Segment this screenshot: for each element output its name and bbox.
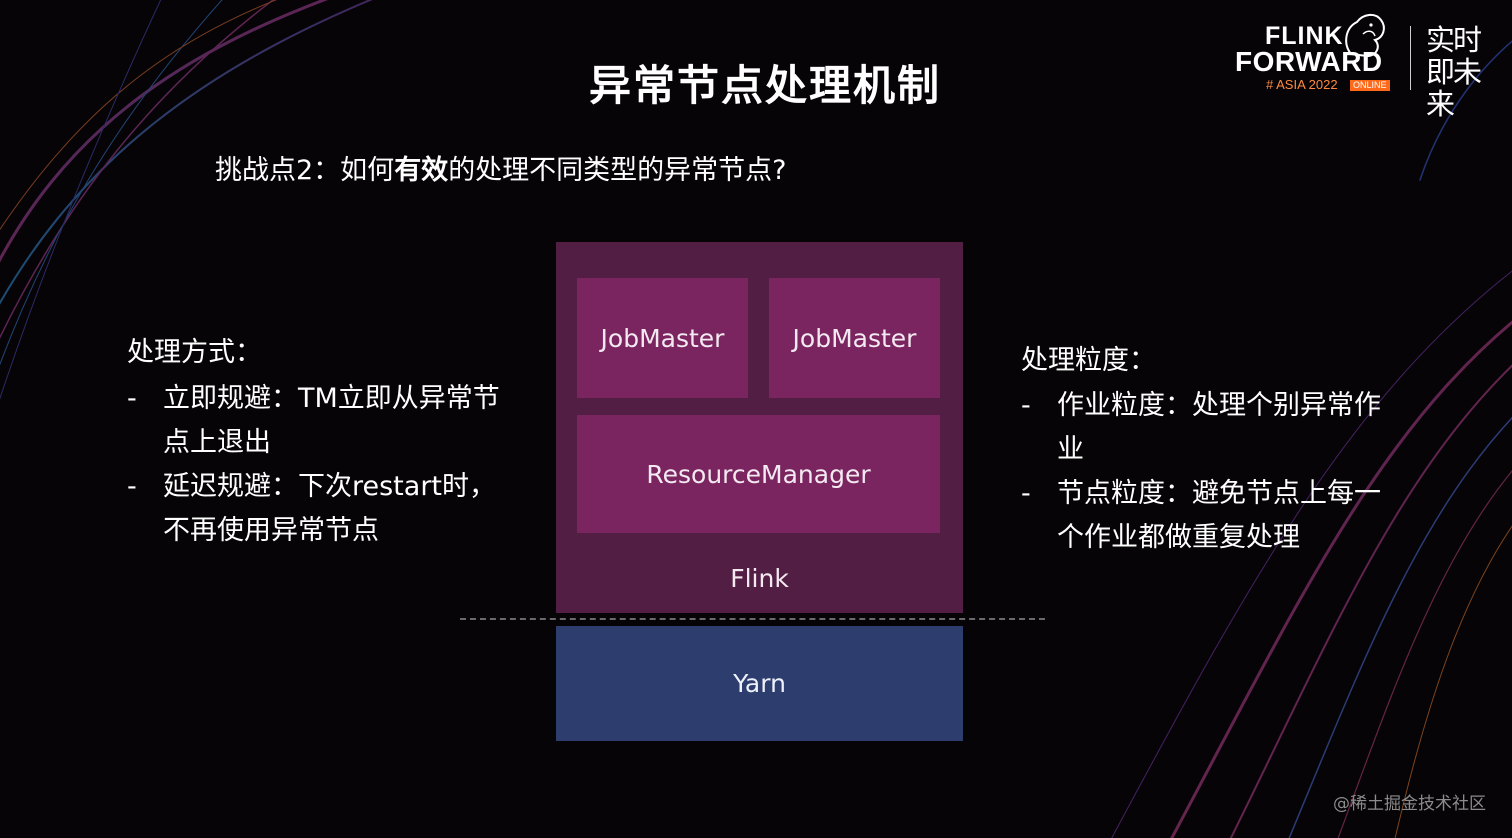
handling-methods: 处理方式： -立即规避：TM立即从异常节点上退出 -延迟规避：下次restart… — [127, 333, 517, 553]
bullet-dash: - — [1021, 478, 1031, 509]
flink-cluster-box: JobMaster JobMaster ResourceManager Flin… — [556, 242, 963, 613]
handling-granularity: 处理粒度： -作业粒度：处理个别异常作业 -节点粒度：避免节点上每一个作业都做重… — [1021, 340, 1391, 560]
bullet-dash: - — [1021, 390, 1031, 421]
logo-online-badge: ONLINE — [1350, 80, 1390, 91]
slide-title: 异常节点处理机制 — [588, 61, 941, 110]
handling-granularity-list: -作业粒度：处理个别异常作业 -节点粒度：避免节点上每一个作业都做重复处理 — [1021, 384, 1391, 560]
flink-label: Flink — [730, 564, 789, 593]
logo-slogan: 实时即未来 — [1426, 23, 1482, 121]
logo-flink-text: FLINK — [1265, 22, 1344, 50]
logo-event-text: # ASIA 2022 — [1266, 77, 1338, 92]
handling-granularity-title: 处理粒度： — [1021, 345, 1156, 376]
handling-methods-list: -立即规避：TM立即从异常节点上退出 -延迟规避：下次restart时，不再使用… — [127, 377, 517, 553]
subtitle-emphasis: 有效 — [394, 155, 449, 186]
flink-forward-logo: FLINK FORWARD # ASIA 2022 ONLINE 实时即未来 — [1233, 14, 1493, 120]
list-item: -作业粒度：处理个别异常作业 — [1021, 384, 1391, 472]
list-item-text: 作业粒度：处理个别异常作业 — [1057, 390, 1381, 465]
list-item: -节点粒度：避免节点上每一个作业都做重复处理 — [1021, 472, 1391, 560]
list-item: -延迟规避：下次restart时，不再使用异常节点 — [127, 465, 517, 553]
logo-separator — [1410, 26, 1411, 90]
bullet-dash: - — [127, 471, 137, 502]
layer-divider — [460, 618, 1045, 620]
yarn-box: Yarn — [556, 626, 963, 741]
subtitle-suffix: 的处理不同类型的异常节点? — [448, 155, 787, 186]
jobmaster-box-1: JobMaster — [577, 278, 748, 398]
subtitle-prefix: 挑战点2：如何 — [215, 155, 395, 186]
list-item-text: 延迟规避：下次restart时，不再使用异常节点 — [163, 471, 497, 546]
logo-forward-text: FORWARD — [1235, 46, 1383, 77]
list-item: -立即规避：TM立即从异常节点上退出 — [127, 377, 517, 465]
squirrel-icon — [1345, 14, 1385, 58]
resource-manager-box: ResourceManager — [577, 415, 940, 533]
list-item-text: 节点粒度：避免节点上每一个作业都做重复处理 — [1057, 478, 1381, 553]
list-item-text: 立即规避：TM立即从异常节点上退出 — [163, 383, 500, 458]
bullet-dash: - — [127, 383, 137, 414]
handling-methods-title: 处理方式： — [127, 337, 262, 368]
challenge-subtitle: 挑战点2：如何有效的处理不同类型的异常节点? — [215, 148, 787, 187]
watermark: @稀土掘金技术社区 — [1333, 794, 1486, 814]
jobmaster-box-2: JobMaster — [769, 278, 940, 398]
